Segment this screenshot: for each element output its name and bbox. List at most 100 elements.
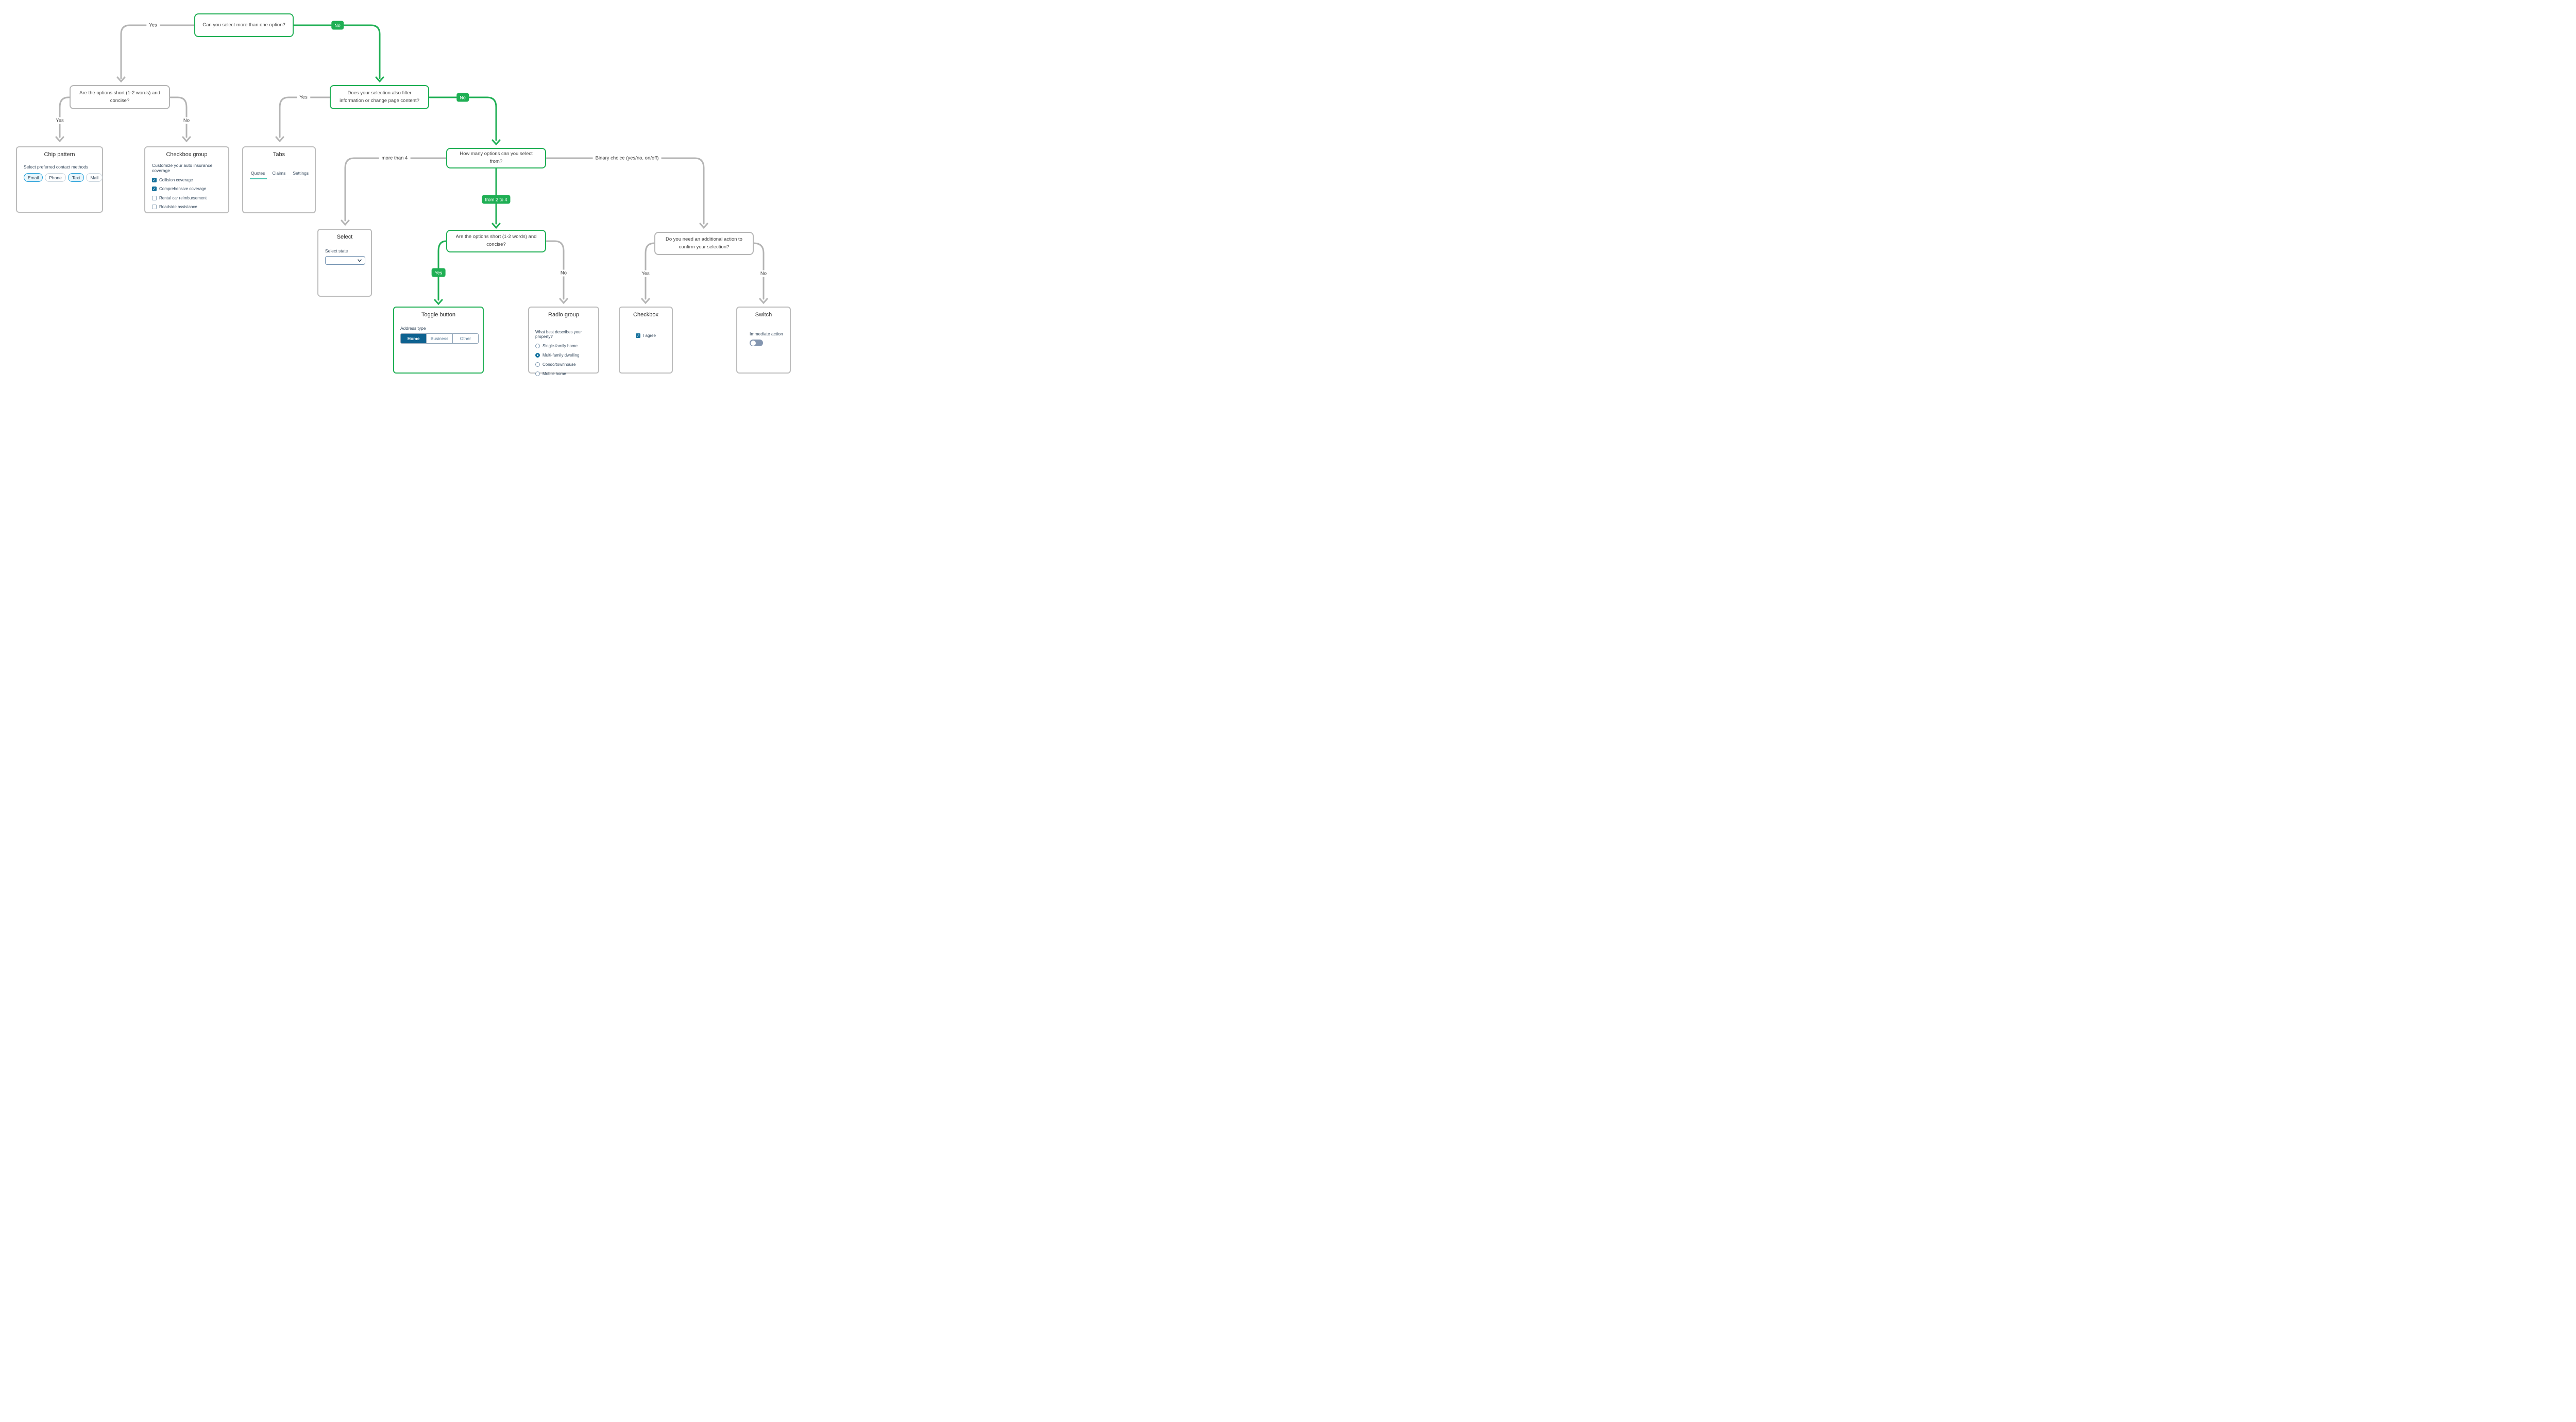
radio-row-mobile-home[interactable]: Mobile home: [535, 371, 598, 376]
edge-q1-yes-line: [120, 24, 195, 79]
radio-group-title: Radio group: [548, 312, 579, 318]
i-agree-row[interactable]: ✓ I agree: [620, 333, 672, 338]
radio-row-multi-family[interactable]: Multi-family dwelling: [535, 353, 598, 358]
edge-q4-more-line: [344, 157, 447, 222]
checkbox-row-rental[interactable]: Rental car reimbursement: [152, 195, 228, 200]
card-checkbox: Checkbox ✓ I agree: [619, 307, 673, 374]
decision-flowchart: Can you select more than one option? Are…: [0, 0, 808, 388]
chip-group: Email Phone Text Mail: [24, 173, 103, 182]
radio-row-single-family[interactable]: Single-family home: [535, 344, 598, 348]
state-select[interactable]: [325, 256, 365, 265]
edge-q1-no-line: [293, 24, 381, 79]
tab-quotes[interactable]: Quotes: [249, 171, 267, 179]
edge-label-q4-more-than-4: more than 4: [379, 155, 411, 162]
card-tabs: Tabs Quotes Claims Settings: [242, 146, 316, 213]
edge-q2-no-line: [169, 96, 188, 138]
checkbox-label: Rental car reimbursement: [159, 195, 207, 200]
edge-q3-no-line: [428, 96, 497, 141]
chip-text[interactable]: Text: [67, 173, 84, 182]
decision-options-short-right: Are the options short (1-2 words) and co…: [446, 230, 546, 252]
edge-q6-yes-line: [645, 242, 655, 300]
card-select: Select Select state: [317, 229, 372, 297]
card-switch: Switch Immediate action: [736, 307, 791, 374]
checkbox-unchecked-icon[interactable]: [152, 205, 157, 209]
checkbox-row-roadside[interactable]: Roadside assistance: [152, 205, 228, 209]
segment-home[interactable]: Home: [401, 334, 427, 343]
checkbox-label: Collision coverage: [159, 177, 193, 182]
tab-settings[interactable]: Settings: [293, 171, 309, 176]
checkbox-checked-icon[interactable]: ✓: [152, 177, 157, 182]
checkbox-checked-icon[interactable]: ✓: [152, 187, 157, 191]
arrow-down-q3: [375, 76, 384, 83]
edge-q4-binary-line: [545, 157, 705, 225]
radio-unselected-icon[interactable]: [535, 371, 540, 376]
edge-label-q2-yes: Yes: [53, 117, 66, 124]
decision-options-short-left: Are the options short (1-2 words) and co…: [70, 85, 170, 109]
chip-phone[interactable]: Phone: [45, 173, 66, 182]
arrow-down-select: [341, 219, 350, 226]
edge-q2-yes-line: [59, 96, 71, 138]
arrow-down-radio: [559, 298, 568, 304]
edge-badge-q4-from-2-to-4: from 2 to 4: [482, 195, 511, 204]
radio-label: Multi-family dwelling: [543, 353, 580, 358]
decision-how-many-options: How many options can you select from?: [446, 148, 546, 168]
edge-label-q1-yes: Yes: [146, 22, 160, 29]
card-checkbox-group: Checkbox group Customize your auto insur…: [144, 146, 229, 213]
address-type-label: Address type: [400, 326, 426, 331]
decision-multi-select: Can you select more than one option?: [194, 13, 294, 37]
arrow-down-q2: [116, 76, 126, 83]
edge-label-q6-no: No: [757, 270, 770, 277]
connector-lines: [55, 24, 768, 306]
checkbox-checked-icon[interactable]: ✓: [636, 333, 641, 338]
chevron-down-icon: [358, 259, 362, 262]
segment-other[interactable]: Other: [452, 334, 478, 343]
switch-knob: [750, 340, 756, 346]
chip-mail[interactable]: Mail: [86, 173, 103, 182]
edge-badge-q1-no: No: [331, 21, 344, 30]
select-title: Select: [336, 234, 353, 240]
chip-pattern-title: Chip pattern: [44, 151, 75, 158]
chip-email[interactable]: Email: [24, 173, 43, 182]
tabs-title: Tabs: [273, 151, 285, 158]
edge-q5-no-line: [545, 240, 565, 300]
radio-label: Mobile home: [543, 371, 566, 376]
checkbox-row-comprehensive[interactable]: ✓ Comprehensive coverage: [152, 187, 228, 191]
radio-selected-icon[interactable]: [535, 353, 540, 358]
tab-claims[interactable]: Claims: [272, 171, 286, 176]
switch-title: Switch: [755, 312, 772, 318]
select-label: Select state: [325, 248, 348, 253]
edge-badge-q3-no: No: [456, 93, 469, 102]
radio-label: Condo/townhouse: [543, 362, 576, 367]
checkbox-unchecked-icon[interactable]: [152, 195, 157, 200]
arrow-down-tabs: [275, 136, 284, 143]
tab-bar: Quotes Claims Settings: [249, 171, 309, 179]
radio-row-condo[interactable]: Condo/townhouse: [535, 362, 598, 367]
radio-unselected-icon[interactable]: [535, 344, 540, 348]
immediate-action-label: Immediate action: [750, 331, 783, 336]
radio-group-label: What best describes your property?: [535, 330, 582, 339]
arrow-down-checkbox: [641, 298, 650, 304]
edge-q3-yes-line: [279, 96, 331, 138]
checkbox-row-collision[interactable]: ✓ Collision coverage: [152, 177, 228, 182]
edge-q5-yes-line: [437, 240, 447, 301]
edge-label-q3-yes: Yes: [297, 94, 310, 101]
checkbox-label: Comprehensive coverage: [159, 187, 207, 191]
arrow-down-switch: [759, 298, 768, 304]
arrow-down-toggle: [434, 299, 443, 306]
edge-label-q4-binary-choice: Binary choice (yes/no, on/off): [592, 155, 662, 162]
immediate-action-switch[interactable]: [750, 340, 763, 346]
segment-business[interactable]: Business: [427, 334, 453, 343]
decision-confirm-action: Do you need an additional action to conf…: [654, 232, 754, 255]
arrow-down-q6: [699, 223, 708, 229]
arrow-down-checkbox-group: [182, 136, 191, 143]
checkbox-group-title: Checkbox group: [166, 151, 208, 158]
radio-label: Single-family home: [543, 344, 578, 348]
edge-label-q6-yes: Yes: [639, 270, 652, 277]
edge-label-q2-no: No: [180, 117, 193, 124]
edge-label-q5-no: No: [557, 269, 570, 277]
arrow-down-chip: [55, 136, 64, 143]
radio-unselected-icon[interactable]: [535, 362, 540, 367]
edge-q6-no-line: [753, 242, 765, 300]
card-chip-pattern: Chip pattern Select preferred contact me…: [16, 146, 103, 213]
i-agree-label: I agree: [643, 333, 656, 338]
